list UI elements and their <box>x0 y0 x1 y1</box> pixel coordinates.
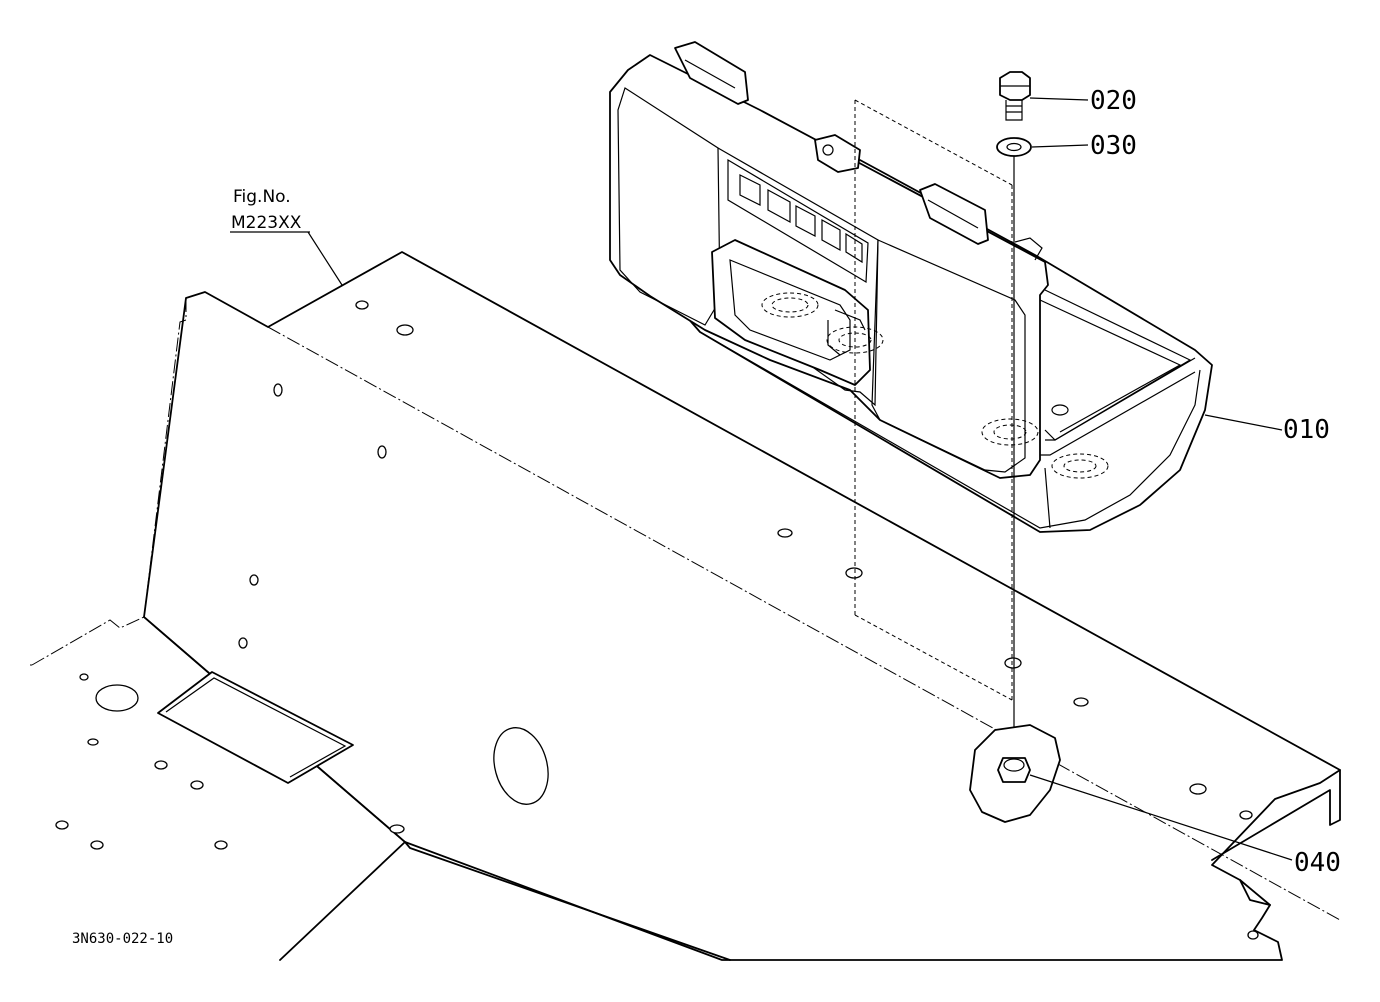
leader-030 <box>1031 144 1089 148</box>
leader-lines <box>230 97 1293 861</box>
nut-040 <box>969 724 1061 823</box>
callout-010: 010 <box>1283 415 1330 445</box>
assembly-lines <box>854 99 1015 790</box>
leader-fig <box>307 231 343 286</box>
drawing-code: 3N630-022-10 <box>72 931 173 947</box>
toolbox-part <box>609 41 1213 533</box>
labels: 020 030 010 040 Fig.No. M223XX 3N630-022… <box>72 86 1341 947</box>
leader-020 <box>1029 97 1089 101</box>
fig-no-value: M223XX <box>231 213 302 233</box>
callout-030: 030 <box>1090 131 1137 161</box>
callout-040: 040 <box>1294 848 1341 878</box>
leader-040 <box>1029 774 1293 861</box>
callout-020: 020 <box>1090 86 1137 116</box>
leader-010 <box>1204 414 1283 431</box>
washer-030 <box>996 137 1032 157</box>
fig-no-label: Fig.No. <box>233 187 291 207</box>
bolt-020 <box>999 71 1031 121</box>
